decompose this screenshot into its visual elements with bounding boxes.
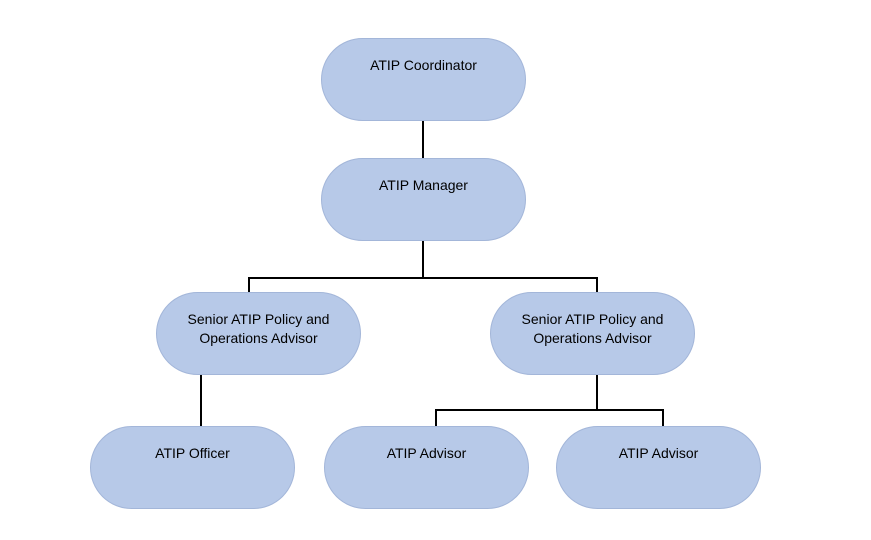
node-senior-advisor-right: Senior ATIP Policy and Operations Adviso…: [490, 292, 695, 375]
node-atip-advisor-1: ATIP Advisor: [324, 426, 529, 509]
node-label: ATIP Manager: [379, 177, 468, 193]
node-label: ATIP Coordinator: [370, 57, 477, 73]
node-atip-coordinator: ATIP Coordinator: [321, 38, 526, 121]
node-senior-advisor-left: Senior ATIP Policy and Operations Adviso…: [156, 292, 361, 375]
node-atip-advisor-2: ATIP Advisor: [556, 426, 761, 509]
node-label: ATIP Officer: [155, 445, 230, 461]
node-label: Senior ATIP Policy and Operations Adviso…: [187, 311, 330, 346]
node-atip-officer: ATIP Officer: [90, 426, 295, 509]
node-atip-manager: ATIP Manager: [321, 158, 526, 241]
node-label: Senior ATIP Policy and Operations Adviso…: [521, 311, 664, 346]
node-label: ATIP Advisor: [618, 445, 699, 461]
node-label: ATIP Advisor: [386, 445, 467, 461]
